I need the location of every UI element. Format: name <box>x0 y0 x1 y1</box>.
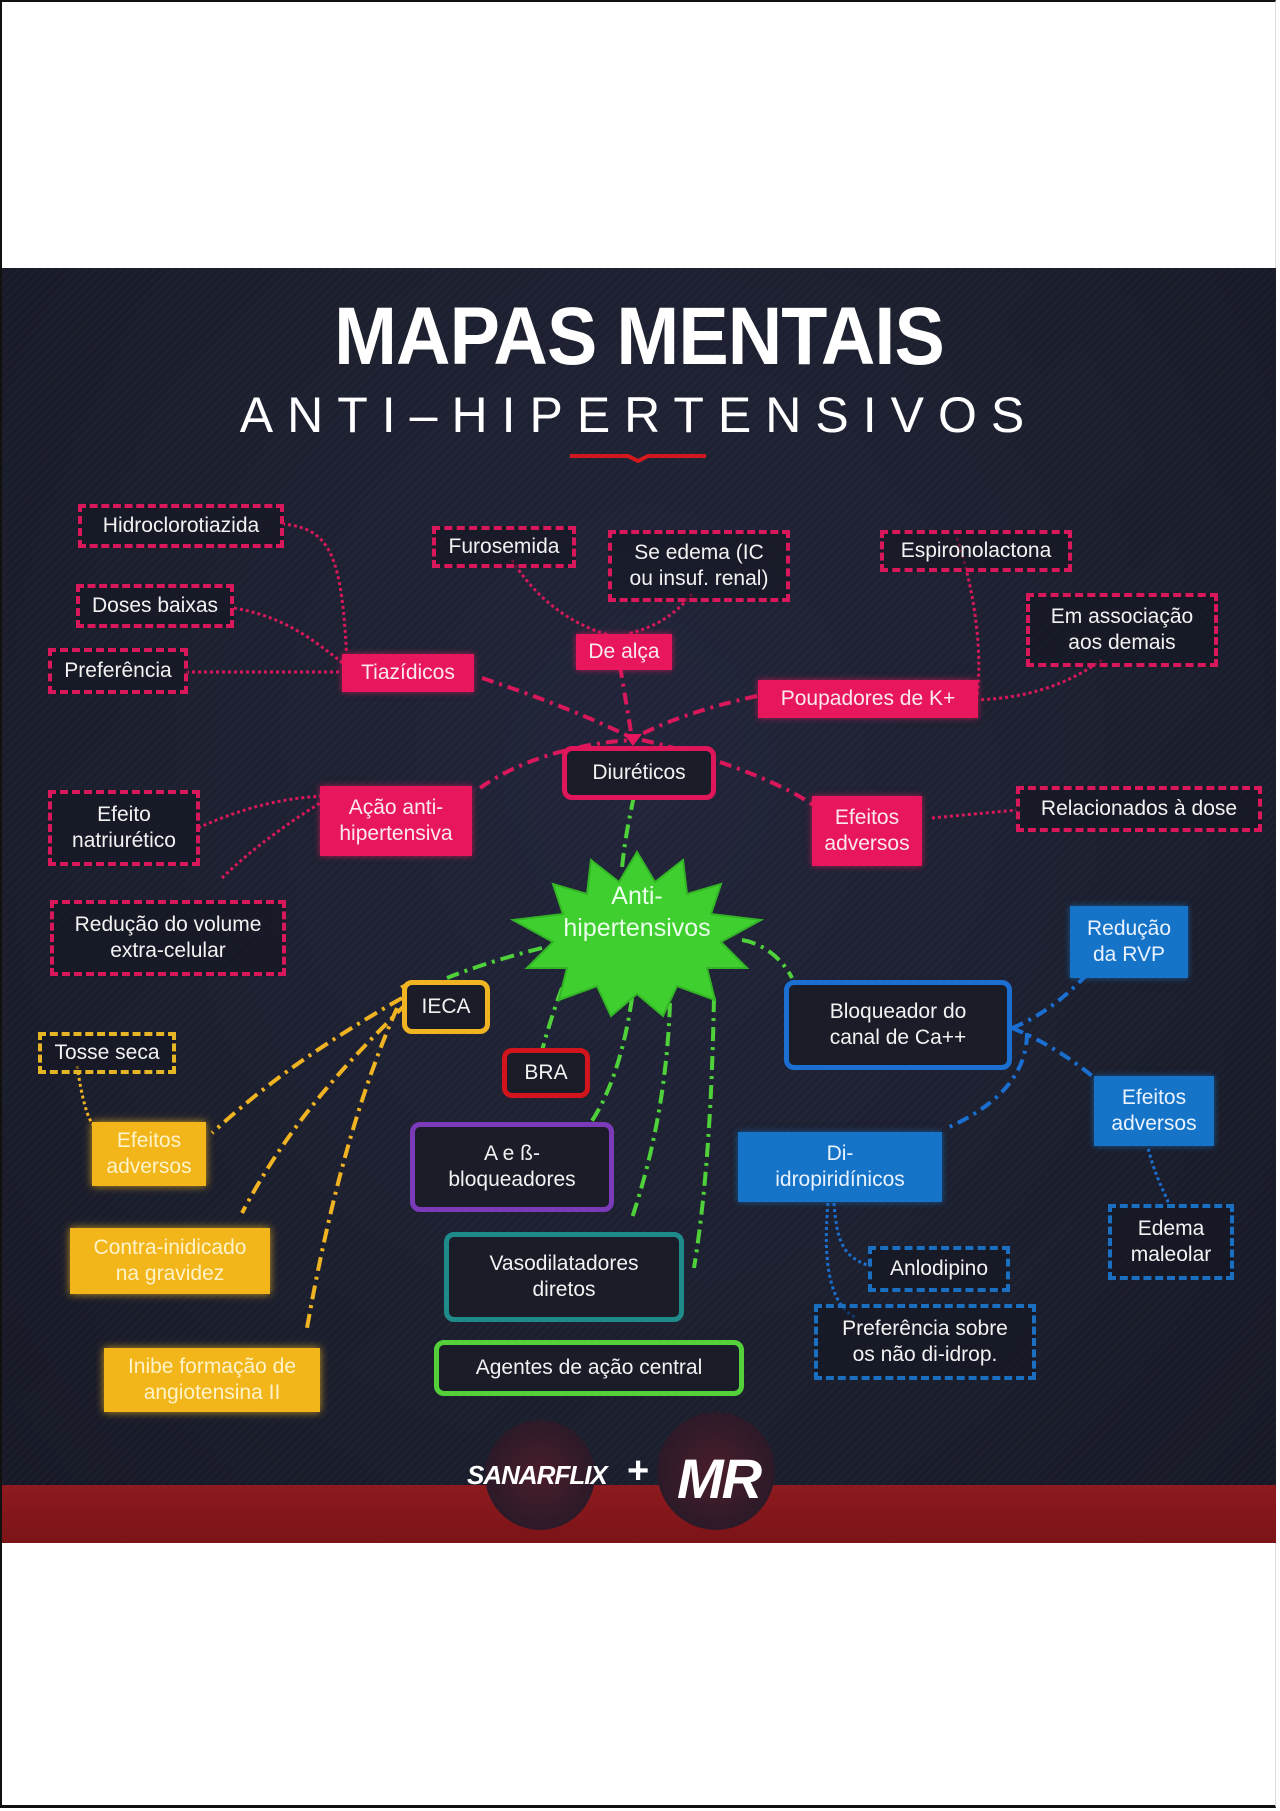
node-espironolactona: Espironolactona <box>880 530 1072 572</box>
node-contra-indicado: Contra-inidicado na gravidez <box>70 1228 270 1294</box>
yellow-dashdot-links <box>210 996 409 1329</box>
pink-dotted-links <box>186 522 1103 880</box>
link-bcc-di <box>946 1032 1029 1130</box>
link-di-pref <box>824 1202 858 1320</box>
node-reducao-rvp: Redução da RVP <box>1070 906 1188 978</box>
link-diureticos-center <box>620 795 636 869</box>
node-furosemida: Furosemida <box>432 526 576 568</box>
link-efeitos-edema <box>1145 1142 1172 1207</box>
link-efeitos-rel <box>931 808 1018 820</box>
mr-logo: MR <box>677 1447 762 1510</box>
link-center-vaso <box>630 1002 672 1219</box>
node-doses-baixas: Doses baixas <box>76 584 234 628</box>
link-furo-dealca <box>510 559 613 638</box>
plus-sign: + <box>627 1450 650 1492</box>
node-relacionados-dose: Relacionados à dose <box>1016 786 1262 832</box>
central-node-anti-hipertensivos: Anti- hipertensivos <box>563 882 711 942</box>
footer-band <box>2 1485 1276 1543</box>
node-efeitos-adversos-bcc: Efeitos adversos <box>1094 1076 1214 1146</box>
node-de-alca: De alça <box>576 634 672 670</box>
link-ieca-contra <box>240 1001 409 1214</box>
node-poupadores-k: Poupadores de K+ <box>758 680 978 718</box>
link-di-anlo <box>832 1202 871 1268</box>
central-star-shape <box>509 850 765 1018</box>
node-se-edema: Se edema (IC ou insuf. renal) <box>608 530 790 602</box>
node-anlodipino: Anlodipino <box>868 1246 1010 1292</box>
link-poup-diureticos <box>633 694 758 740</box>
link-ieca-inibe <box>305 1007 399 1329</box>
node-di-idropiridinicos: Di- idropiridínicos <box>738 1132 942 1202</box>
node-efeitos-adversos-ieca: Efeitos adversos <box>92 1122 206 1186</box>
link-ieca-efeitos <box>210 996 403 1135</box>
logos: SANARFLIX + MR <box>457 1398 827 1538</box>
link-efeito-acao <box>197 794 325 830</box>
node-agentes-acao-central: Agentes de ação central <box>434 1340 744 1396</box>
link-acao-diureticos <box>478 738 633 790</box>
node-acao-anti-hipertensiva: Ação anti- hipertensiva <box>320 786 472 856</box>
link-center-ieca <box>446 946 543 980</box>
link-center-ab <box>585 997 634 1130</box>
link-center-bcc <box>741 938 794 979</box>
node-bra: BRA <box>502 1048 590 1098</box>
node-efeito-natriuretico: Efeito natriurético <box>48 790 200 866</box>
link-reducao-acao <box>220 794 333 880</box>
node-hidroclorotiazida: Hidroclorotiazida <box>78 504 284 548</box>
node-tosse-seca: Tosse seca <box>38 1032 176 1074</box>
node-preferencia: Preferência <box>48 648 188 694</box>
logo-left-badge <box>485 1420 595 1530</box>
connector-lines <box>75 522 1172 1329</box>
link-hidro-tiazidicos <box>281 522 349 664</box>
node-reducao-volume: Redução do volume extra-celular <box>50 900 286 976</box>
node-edema-maleolar: Edema maleolar <box>1108 1204 1234 1280</box>
node-a-b-bloqueadores: A e ß- bloqueadores <box>410 1122 614 1212</box>
green-dashdot-links <box>446 795 794 1269</box>
poster-subtitle: ANTI–HIPERTENSIVOS <box>239 387 1039 443</box>
node-efeitos-adversos-diureticos: Efeitos adversos <box>812 796 922 866</box>
node-diureticos: Diuréticos <box>562 746 716 800</box>
link-bcc-reducao <box>1011 941 1119 1030</box>
link-assoc-poup <box>976 658 1103 702</box>
logo-right-badge <box>657 1412 775 1530</box>
poster-title: MAPAS MENTAIS <box>334 291 945 382</box>
link-tosse-efeitos <box>75 1065 96 1127</box>
link-center-agentes <box>692 997 716 1269</box>
node-preferencia-sobre: Preferência sobre os não di-idrop. <box>814 1304 1036 1380</box>
sanarflix-logo: SANARFLIX <box>467 1460 608 1490</box>
title-underline-decoration <box>570 454 706 464</box>
mind-map-poster: MAPAS MENTAIS ANTI–HIPERTENSIVOS <box>2 268 1276 1543</box>
link-dealca-diureticos <box>618 665 634 739</box>
link-tiazidicos-diureticos <box>481 676 633 740</box>
node-tiazidicos: Tiazídicos <box>342 654 474 692</box>
arrow-head-diureticos <box>624 734 642 746</box>
node-inibe-formacao: Inibe formação de angiotensina II <box>104 1348 320 1412</box>
node-vasodilatadores-diretos: Vasodilatadores diretos <box>444 1232 684 1322</box>
link-doses-tiazidicos <box>233 606 348 668</box>
node-bloqueador-canal-ca: Bloqueador do canal de Ca++ <box>784 980 1012 1070</box>
node-ieca: IECA <box>402 980 490 1034</box>
node-em-associacao: Em associação aos demais <box>1026 593 1218 667</box>
link-espiro-poup <box>955 537 981 697</box>
